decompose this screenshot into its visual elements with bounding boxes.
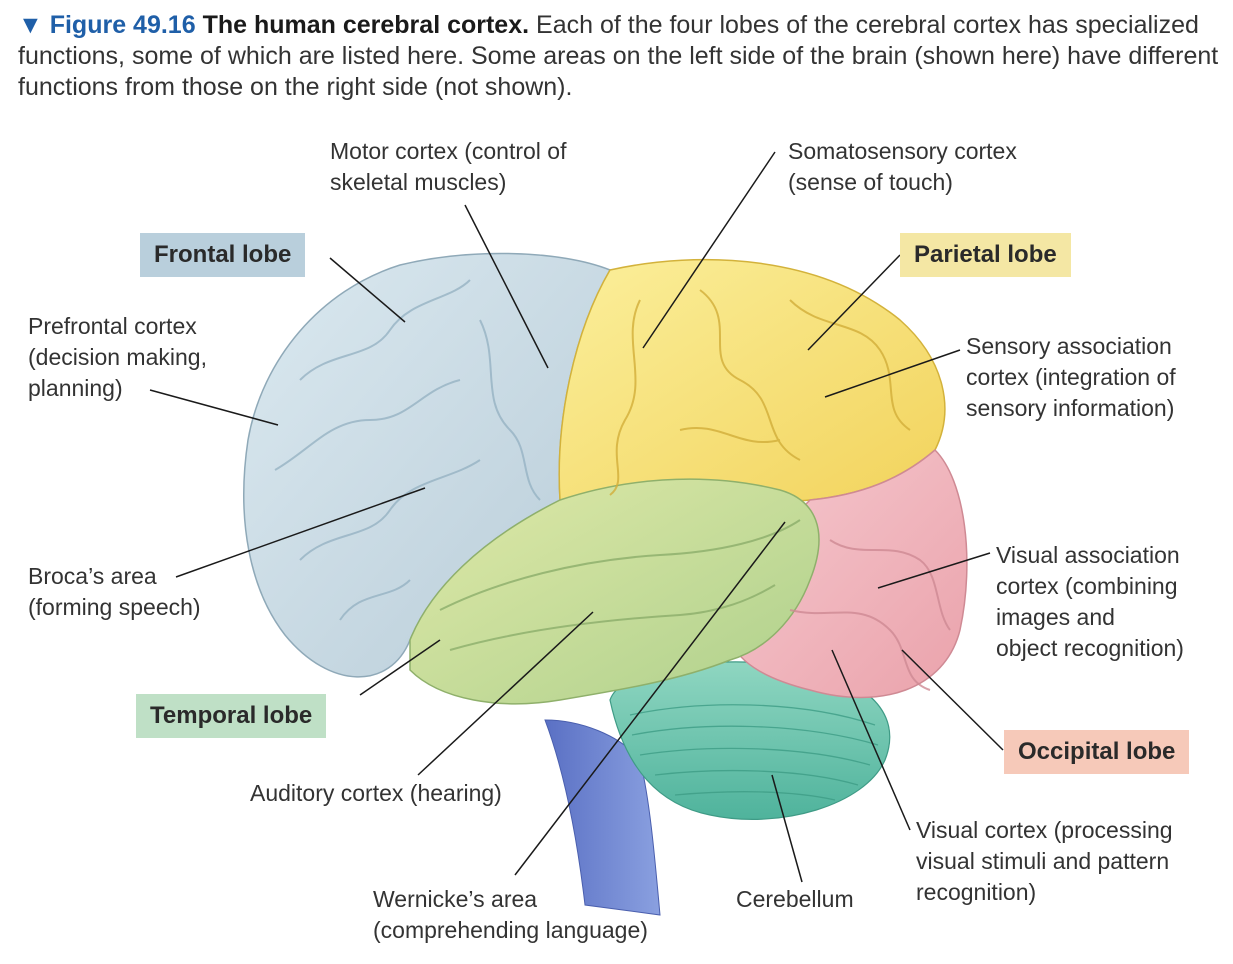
triangle-marker-icon: ▼ [18, 11, 43, 39]
prefrontal-cortex-label: Prefrontal cortex (decision making, plan… [28, 313, 207, 401]
brainstem [544, 719, 661, 916]
wernickes-area-label: Wernicke’s area (comprehending language) [373, 886, 648, 943]
parietal-gyri [609, 289, 911, 496]
leader-visual-association-cortex [877, 552, 991, 589]
occipital-gyri [789, 539, 951, 691]
temporal-lobe [409, 478, 820, 705]
leader-lines [149, 151, 1004, 883]
leader-wernickes-area [514, 521, 786, 876]
leader-sensory-association-cortex [824, 349, 961, 398]
figure-title: The human cerebral cortex. [202, 11, 530, 39]
leader-prefrontal-cortex [149, 389, 279, 426]
cerebellum-folds [629, 704, 879, 801]
cerebellum-label: Cerebellum [736, 886, 854, 912]
auditory-cortex-label: Auditory cortex (hearing) [250, 780, 502, 806]
somatosensory-cortex-label: Somatosensory cortex (sense of touch) [788, 138, 1017, 195]
leader-cerebellum [771, 774, 803, 883]
leader-motor-cortex [464, 204, 549, 369]
frontal-lobe-label: Frontal lobe [140, 233, 306, 277]
frontal-gyri [274, 279, 541, 621]
leader-occipital-lobe [901, 649, 1004, 751]
leader-somatosensory-cortex [642, 151, 776, 349]
leader-brocas-area [175, 487, 426, 578]
figure-caption-text: Each of the four lobes of the cerebral c… [18, 11, 1219, 101]
occipital-lobe [729, 448, 968, 699]
occipital-lobe-label: Occipital lobe [1004, 730, 1190, 774]
temporal-lobe-label: Temporal lobe [136, 694, 327, 738]
brocas-area-label: Broca’s area (forming speech) [28, 563, 201, 620]
sensory-association-cortex-label: Sensory association cortex (integration … [966, 333, 1176, 421]
motor-cortex-label: Motor cortex (control of skeletal muscle… [330, 138, 567, 195]
leader-auditory-cortex [417, 611, 594, 776]
leader-visual-cortex [831, 649, 911, 831]
temporal-gyri [439, 519, 801, 651]
visual-association-cortex-label: Visual association cortex (combining ima… [996, 542, 1184, 661]
leader-temporal-lobe [359, 639, 441, 696]
parietal-lobe-label: Parietal lobe [900, 233, 1071, 277]
leader-frontal-lobe [329, 257, 406, 323]
visual-cortex-label: Visual cortex (processing visual stimuli… [916, 817, 1173, 905]
leader-parietal-lobe [807, 254, 901, 351]
figure-caption: ▼ Figure 49.16 The human cerebral cortex… [18, 10, 1223, 103]
figure-number: Figure 49.16 [49, 11, 196, 39]
